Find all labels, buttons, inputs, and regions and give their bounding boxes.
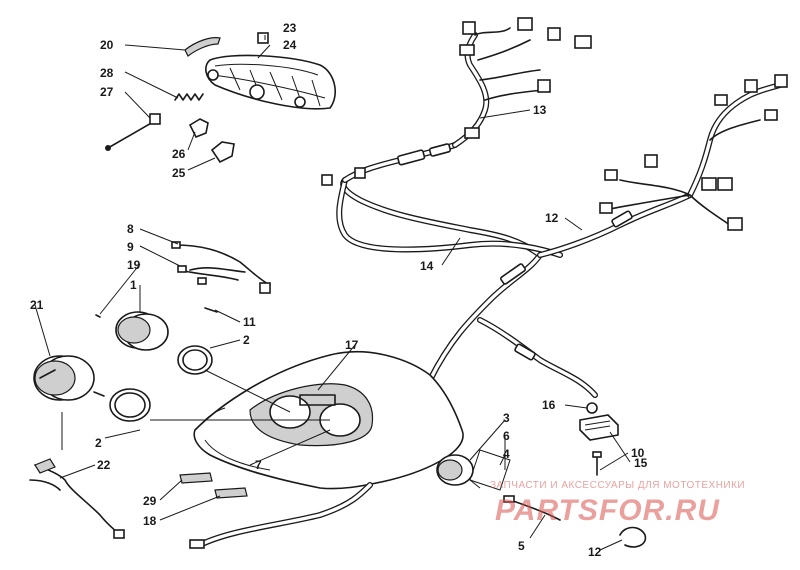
watermark-logo: PARTSFOR.RU [495, 494, 720, 527]
callout-22: 22 [97, 458, 111, 472]
watermark: ЗАПЧАСТИ И АКСЕССУАРЫ ДЛЯ МОТОТЕХНИКИ PA… [490, 480, 745, 527]
gauge-small [436, 449, 511, 491]
gauge-harness-lead [29, 458, 125, 539]
callout-2-lower: 2 [95, 436, 102, 450]
lower-harness-loop [189, 482, 373, 549]
callout-27: 27 [100, 85, 114, 99]
callout-23: 23 [283, 21, 297, 35]
callout-26: 26 [172, 147, 186, 161]
callout-labels: 20 23 24 28 27 26 25 13 12 14 8 9 19 1 1… [30, 21, 648, 559]
main-wiring-harness [321, 142, 693, 398]
callout-24: 24 [283, 38, 297, 52]
gauge-tachometer [115, 311, 169, 351]
callout-2: 2 [243, 333, 250, 347]
watermark-subtitle: ЗАПЧАСТИ И АКСЕССУАРЫ ДЛЯ МОТОТЕХНИКИ [490, 480, 745, 491]
gauge-speedometer [33, 355, 105, 401]
callout-8: 8 [127, 222, 134, 236]
callout-16: 16 [542, 398, 556, 412]
callout-28: 28 [100, 66, 114, 80]
right-wiring-harness [599, 74, 788, 231]
light-lens-assembly [105, 32, 336, 164]
decal-strips [179, 472, 248, 499]
gauge-rings [109, 345, 213, 422]
callout-29: 29 [143, 494, 157, 508]
callout-12-bottom: 12 [588, 545, 602, 559]
callout-4: 4 [503, 447, 510, 461]
callout-7: 7 [255, 458, 262, 472]
callout-25: 25 [172, 166, 186, 180]
leader-lines [34, 35, 631, 551]
callout-6: 6 [503, 429, 510, 443]
callout-14: 14 [420, 259, 434, 273]
callout-20: 20 [100, 38, 114, 52]
callout-3: 3 [503, 411, 510, 425]
callout-17: 17 [345, 338, 359, 352]
callout-19: 19 [127, 258, 141, 272]
callout-1: 1 [130, 278, 137, 292]
callout-10: 10 [631, 446, 645, 460]
lead-wire [503, 495, 561, 521]
callout-15: 15 [634, 456, 648, 470]
gauge-wiring [95, 241, 271, 318]
callout-13: 13 [533, 103, 547, 117]
callout-5: 5 [518, 539, 525, 553]
callout-18: 18 [143, 514, 157, 528]
cable-clamp [619, 526, 647, 548]
callout-11: 11 [243, 315, 256, 329]
callout-12: 12 [545, 211, 559, 225]
upper-wiring-harness [452, 17, 592, 148]
callout-21: 21 [30, 298, 44, 312]
voltage-regulator [579, 402, 619, 476]
callout-9: 9 [127, 240, 134, 254]
